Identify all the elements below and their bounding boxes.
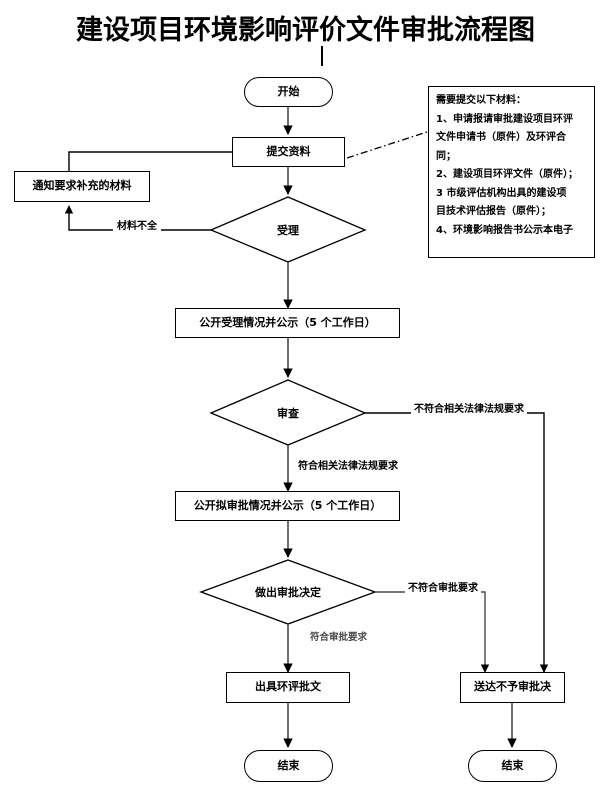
node-notify-supplement[interactable]: 通知要求补充的材料 <box>14 171 150 202</box>
edge-decision-not-meet-approval <box>375 591 490 673</box>
edge-label-meet-approval: 符合审批要求 <box>307 632 371 644</box>
node-deliver-rejection-label: 送达不予审批决 <box>474 680 551 694</box>
note-line-1: 1、申请报请审批建设项目环评 <box>436 113 573 125</box>
note-line-4: 2、建设项目环评文件（原件）； <box>436 169 578 180</box>
note-line-3: 同； <box>436 150 456 162</box>
note-line-6: 目技术评估报告（原件）； <box>436 206 551 217</box>
node-end-left-label: 结束 <box>277 758 300 772</box>
note-line-5: 3 市级评估机构出具的建设项 <box>436 187 567 199</box>
edge-label-not-meet-approval: 不符合审批要求 <box>405 583 481 594</box>
note-line-2: 文件申请书（原件）及环评合 <box>436 132 566 143</box>
edge-review-not-meet-laws <box>365 412 549 673</box>
node-end-left[interactable]: 结束 <box>244 750 333 782</box>
edge-submit-to-notify <box>68 151 232 171</box>
node-notify-supplement-label: 通知要求补充的材料 <box>32 179 132 193</box>
note-line-7: 4、环境影响报告书公示本电子 <box>436 224 573 236</box>
node-end-right[interactable]: 结束 <box>468 750 557 782</box>
node-publicize-draft-approval-label: 公开拟审批情况并公示（5 个工作日） <box>193 498 382 512</box>
node-end-right-label: 结束 <box>501 758 524 772</box>
node-publicize-acceptance-label: 公开受理情况并公示（5 个工作日） <box>199 315 376 329</box>
node-issue-approval-doc[interactable]: 出具环评批文 <box>226 672 350 703</box>
acceptance-diamond <box>209 196 367 263</box>
edge-label-materials-incomplete: 材料不全 <box>113 221 161 232</box>
page-title: 建设项目环境影响评价文件审批流程图 <box>76 15 535 46</box>
required-materials-note: 需要提交以下材料： 1、申请报请审批建设项目环评 文件申请书（原件）及环评合 同… <box>428 86 595 258</box>
note-connector-dashdot <box>346 131 428 159</box>
edge-acceptance-to-notify <box>64 205 211 231</box>
node-submit-materials-label: 提交资料 <box>266 144 311 158</box>
node-start[interactable]: 开始 <box>244 77 333 107</box>
node-publicize-acceptance[interactable]: 公开受理情况并公示（5 个工作日） <box>175 308 400 338</box>
edge-label-meet-laws: 符合相关法律法规要求 <box>295 461 401 472</box>
approval-decision-diamond <box>199 559 377 625</box>
review-diamond <box>209 379 367 446</box>
node-publicize-draft-approval[interactable]: 公开拟审批情况并公示（5 个工作日） <box>175 491 400 521</box>
node-deliver-rejection[interactable]: 送达不予审批决 <box>460 672 565 703</box>
node-start-label: 开始 <box>277 84 300 98</box>
node-issue-approval-doc-label: 出具环评批文 <box>255 680 321 694</box>
node-submit-materials[interactable]: 提交资料 <box>232 137 345 167</box>
edge-label-not-meet-laws: 不符合相关法律法规要求 <box>411 404 527 415</box>
note-line-0: 需要提交以下材料： <box>436 95 526 106</box>
